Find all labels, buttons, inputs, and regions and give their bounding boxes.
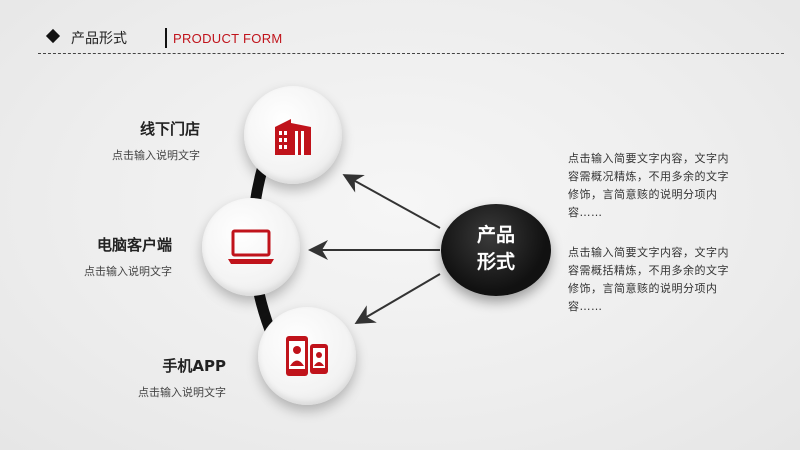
app-title: 手机APP [162,357,226,375]
pc-subtitle: 点击输入说明文字 [84,265,172,278]
description-paragraph-2: 点击输入简要文字内容，文字内容需概括精炼，不用多余的文字修饰，言简意赅的说明分项… [568,246,729,313]
app-subtitle: 点击输入说明文字 [138,386,226,399]
title-divider [165,28,167,48]
center-label: 产品 形式 [441,222,551,276]
building-icon [275,119,311,155]
center-circle [441,204,551,296]
store-label: 线下门店 点击输入说明文字 [90,118,200,163]
laptop-icon [228,229,274,264]
page-title: 产品形式 [71,31,127,47]
store-node [244,86,342,184]
app-node [258,307,356,405]
center-label-line2: 形式 [476,251,515,273]
store-subtitle: 点击输入说明文字 [112,149,200,162]
arrow-to-store [342,174,441,229]
header-dotted-line [38,53,784,54]
page-subtitle: PRODUCT FORM [173,31,283,46]
center-label-line1: 产品 [476,224,515,246]
mobile-user-icon [286,336,328,376]
arrow-to-app [354,273,441,325]
store-title: 线下门店 [139,120,200,138]
app-label: 手机APP 点击输入说明文字 [110,355,226,400]
header: 产品形式 PRODUCT FORM [0,0,800,56]
description-paragraph-1: 点击输入简要文字内容，文字内容需概况精炼，不用多余的文字修饰，言简意赅的说明分项… [568,152,729,219]
pc-title: 电脑客户端 [96,236,172,254]
pc-label: 电脑客户端 点击输入说明文字 [60,234,172,279]
pc-node [202,198,300,296]
